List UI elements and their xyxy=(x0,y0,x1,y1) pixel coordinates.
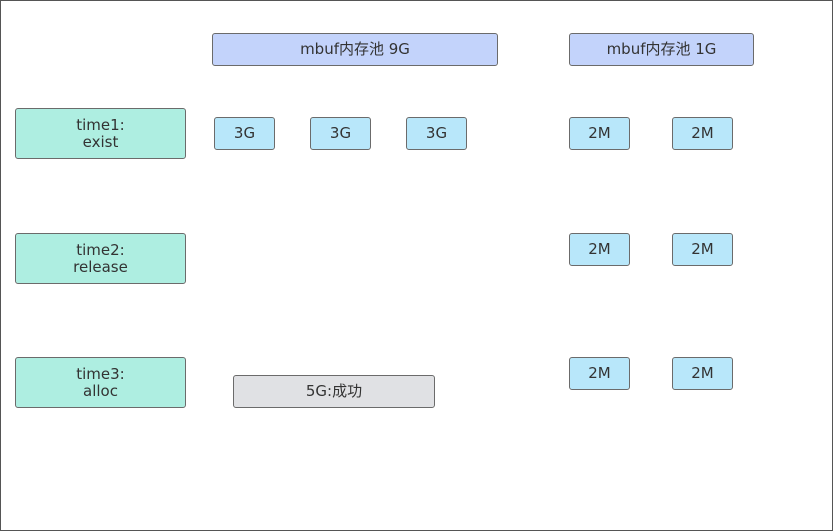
time1-chunk-3g-2: 3G xyxy=(310,117,371,150)
time3-title: time3: xyxy=(76,364,125,383)
time1-chunk-3g-3: 3G xyxy=(406,117,467,150)
time3-chunk-2m-1: 2M xyxy=(569,357,630,390)
time3-label: time3: alloc xyxy=(15,357,186,408)
time2-title: time2: xyxy=(76,240,125,259)
time1-chunk-3g-1: 3G xyxy=(214,117,275,150)
time1-chunk-2m-1: 2M xyxy=(569,117,630,150)
time1-label: time1: exist xyxy=(15,108,186,159)
time2-state: release xyxy=(73,257,128,276)
mbuf-pool-1g: mbuf内存池 1G xyxy=(569,33,754,66)
time1-title: time1: xyxy=(76,115,125,134)
time3-state: alloc xyxy=(83,381,118,400)
time2-chunk-2m-1: 2M xyxy=(569,233,630,266)
mbuf-pool-9g: mbuf内存池 9G xyxy=(212,33,498,66)
time1-state: exist xyxy=(82,132,119,151)
time1-chunk-2m-2: 2M xyxy=(672,117,733,150)
time2-chunk-2m-2: 2M xyxy=(672,233,733,266)
time3-chunk-2m-2: 2M xyxy=(672,357,733,390)
time3-alloc-result: 5G:成功 xyxy=(233,375,435,408)
time2-label: time2: release xyxy=(15,233,186,284)
